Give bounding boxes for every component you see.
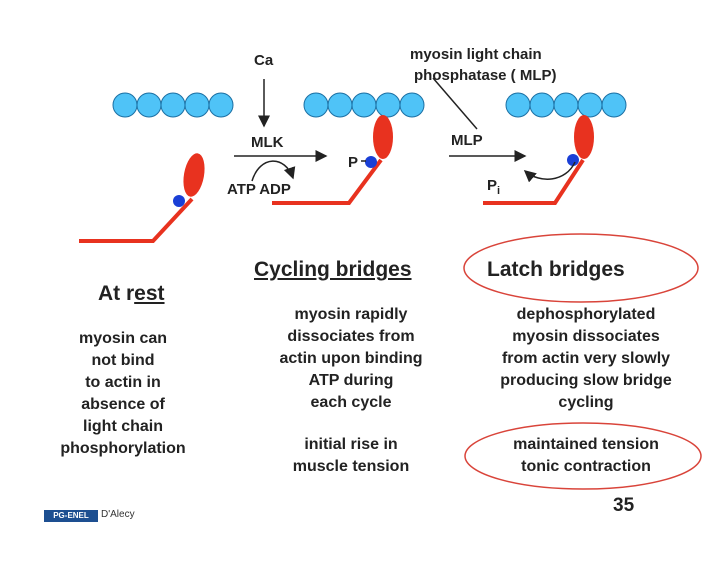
mlp-label: MLP (451, 132, 483, 149)
cycling-line: myosin rapidly (294, 306, 408, 323)
mlp-title-line-2: phosphatase ( MLP) (414, 67, 557, 84)
actin-filament-2 (303, 92, 425, 118)
cycling-result-line: muscle tension (292, 458, 410, 475)
cycling-line: actin upon binding (279, 350, 423, 367)
atp-adp-label: ATP ADP (227, 181, 291, 198)
cycling-result: initial rise in muscle tension (253, 434, 449, 478)
atp-adp-curve-arrow (251, 160, 296, 182)
actin-filament-1 (112, 92, 234, 118)
myosin-latch (483, 115, 594, 205)
pi-subscript: i (497, 185, 501, 197)
rest-line: to actin in (85, 374, 161, 391)
latch-line: from actin very slowly (501, 350, 671, 367)
actin-filament-3 (505, 92, 627, 118)
p-label: P (348, 154, 359, 171)
latch-heading-circle (463, 233, 699, 303)
latch-result: maintained tension tonic contraction (478, 434, 694, 478)
rest-line: myosin can (78, 330, 168, 347)
institution-logo: PG-ENEL (44, 510, 98, 522)
pi-release-arrow (523, 161, 576, 183)
latch-line: myosin dissociates (512, 328, 660, 345)
maintained-tension-circle (464, 422, 702, 490)
page-number: 35 (613, 495, 635, 516)
mlp-pointer-line (432, 77, 478, 130)
mlk-label: MLK (251, 134, 284, 151)
latch-heading: Latch bridges (487, 258, 625, 281)
pi-base: P (487, 177, 498, 194)
rest-line: absence of (81, 396, 165, 413)
rest-line: phosphorylation (60, 440, 186, 457)
cycling-result-line: initial rise in (304, 436, 398, 453)
pi-label: Pi (487, 177, 500, 197)
cycling-description: myosin rapidly dissociates from actin up… (253, 304, 449, 414)
cycling-line: ATP during (308, 372, 394, 389)
latch-result-line: maintained tension (513, 436, 659, 453)
rest-description: myosin can not bind to actin in absence … (48, 328, 198, 460)
rest-heading-prefix: At r (98, 282, 135, 305)
latch-description: dephosphorylated myosin dissociates from… (478, 304, 694, 414)
author-credit: D'Alecy (101, 509, 135, 520)
latch-line: cycling (558, 394, 614, 411)
mlp-title-line-1: myosin light chain (410, 46, 542, 63)
cycling-heading: Cycling bridges (254, 258, 412, 281)
cycling-line: each cycle (310, 394, 392, 411)
myosin-rest (79, 153, 205, 243)
latch-line: dephosphorylated (516, 306, 656, 323)
rest-heading: At rest (98, 282, 165, 306)
latch-line: producing slow bridge (500, 372, 672, 389)
cycling-line: dissociates from (287, 328, 415, 345)
rest-line: light chain (83, 418, 163, 435)
rest-heading-underlined: est (134, 282, 165, 305)
latch-result-line: tonic contraction (521, 458, 651, 475)
ca-label: Ca (254, 52, 274, 69)
rest-line: not bind (91, 352, 155, 369)
myosin-cycling (272, 115, 393, 205)
